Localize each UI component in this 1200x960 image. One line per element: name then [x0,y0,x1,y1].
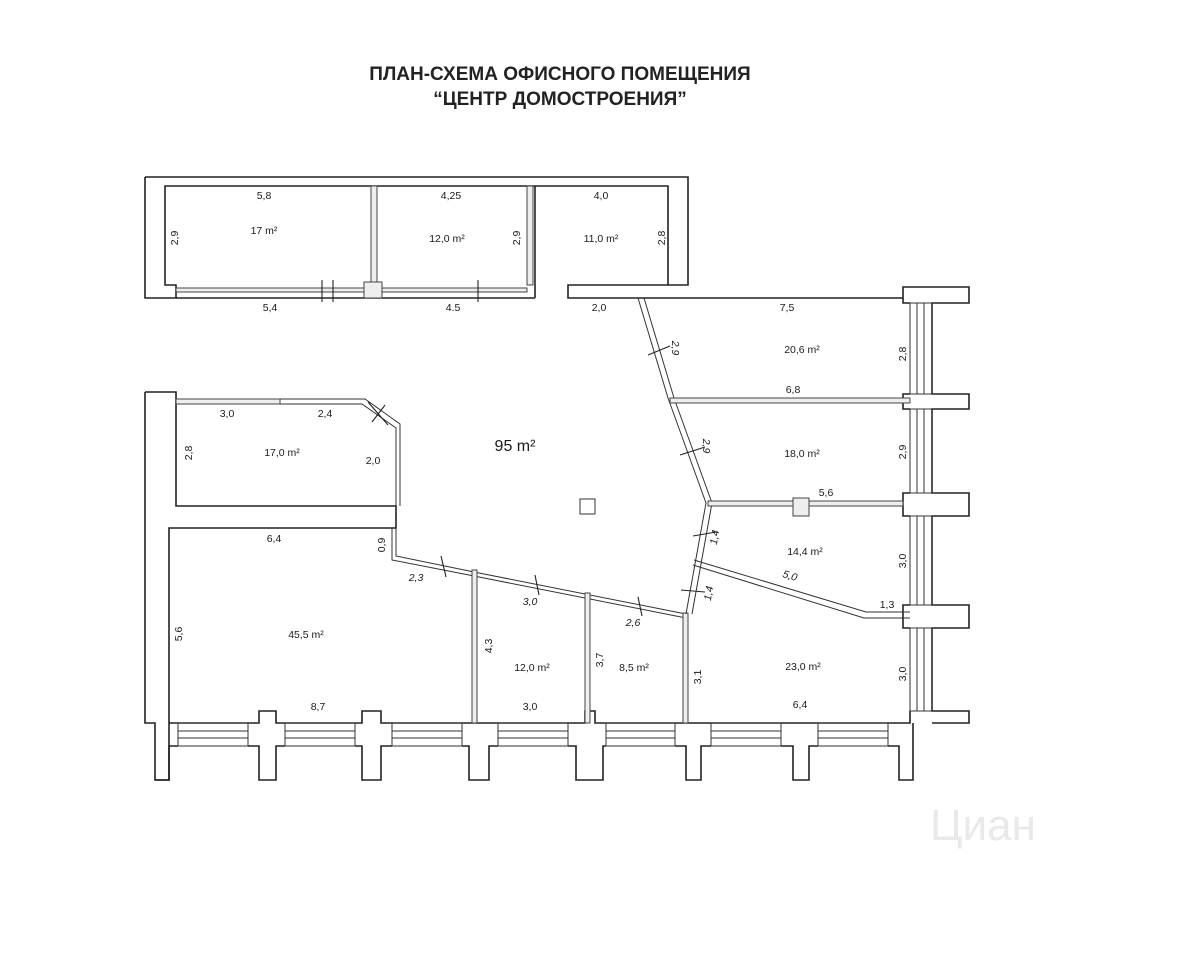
dim-label: 6,4 [267,533,282,545]
dim-label: 3,7 [594,653,606,668]
dim-label: 2,8 [897,347,909,362]
dim-label: 2,9 [669,340,681,356]
room-area-labels: 95 m² 17 m² 12,0 m² 11,0 m² 20,6 m² 18,0… [251,225,824,674]
room-area: 23,0 m² [785,661,821,673]
room-area: 20,6 m² [784,344,820,356]
dim-label: 5,0 [781,568,799,584]
dim-label: 3,0 [897,667,909,682]
plan-title-line2: “ЦЕНТР ДОМОСТРОЕНИЯ” [433,89,687,110]
room-area: 14,4 m² [787,546,823,558]
dim-label: 5,6 [819,487,834,499]
dim-label: 5,8 [257,190,272,202]
dim-label: 2,9 [700,438,712,454]
dim-label: 0,9 [376,538,388,553]
dim-label: 1,4 [702,585,716,602]
dim-label: 2,0 [592,302,607,314]
dim-label: 4.5 [446,302,461,314]
dim-label: 6,4 [793,699,808,711]
bottom-windows [177,722,889,747]
dim-label: 3,0 [523,596,538,608]
room-area: 12,0 m² [514,662,550,674]
dim-label: 4,0 [594,190,609,202]
dimension-labels: 5,8 4,25 4,0 2,9 2,9 2,8 5,4 4.5 2,0 7,5… [169,190,909,713]
dim-label: 2,0 [366,455,381,467]
dim-label: 5,6 [173,627,185,642]
dim-label: 2,4 [318,408,333,420]
watermark-text: Циан [930,801,1036,850]
dim-label: 3,0 [897,554,909,569]
dim-label: 2,9 [511,231,523,246]
plan-title-line1: ПЛАН-СХЕМА ОФИСНОГО ПОМЕЩЕНИЯ [369,64,750,85]
central-hall-area: 95 m² [495,438,537,455]
dim-label: 4,3 [483,639,495,654]
dim-label: 2,8 [656,231,668,246]
dim-label: 5,4 [263,302,278,314]
room-area: 18,0 m² [784,448,820,460]
dim-label: 4,25 [441,190,462,202]
dim-label: 3,1 [692,670,704,685]
dim-label: 3,0 [523,701,538,713]
dim-label: 2,8 [183,446,195,461]
interior-partitions [175,297,911,724]
room-area: 45,5 m² [288,629,324,641]
dim-label: 2,6 [625,617,641,629]
dim-label: 6,8 [786,384,801,396]
top-block-walls [144,176,970,724]
room-area: 11,0 m² [584,233,619,245]
dim-label: 2,9 [897,445,909,460]
right-windows [909,302,933,712]
dim-label: 1,3 [880,599,895,611]
dim-label: 1,4 [708,529,722,546]
dim-label: 7,5 [780,302,795,314]
room-area: 8,5 m² [619,662,649,674]
dim-label: 2,3 [408,572,424,584]
dim-label: 2,9 [169,231,181,246]
main-walls [144,298,933,781]
room-area: 12,0 m² [429,233,465,245]
room-area: 17,0 m² [264,447,300,459]
room-area: 17 m² [251,225,278,237]
dim-label: 3,0 [220,408,235,420]
dim-label: 8,7 [311,701,326,713]
